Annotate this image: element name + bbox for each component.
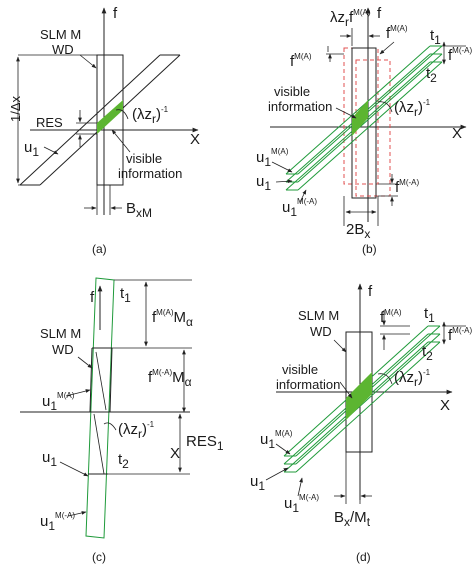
fmam-top-label-b: fM(-A) <box>448 46 473 64</box>
t1-label-d: t1 <box>424 305 435 325</box>
lzf-label-b: λzrfM(A) <box>330 8 371 29</box>
caption-d: (d) <box>356 550 371 564</box>
panel-b: f X λzrfM(A) fM(A) <box>256 5 473 256</box>
visible-region-b <box>352 100 368 136</box>
slm-arrow-a <box>79 54 97 69</box>
fma-label-d: fM(A) <box>380 308 402 326</box>
f-axis-label-a: f <box>113 5 118 22</box>
u1mma-label-b: u1M(-A) <box>282 197 317 219</box>
u1-arrow-b <box>275 179 293 184</box>
slm-label-line1-d: SLM M <box>298 308 339 323</box>
u1ma-arrow-c <box>65 389 91 397</box>
visible-label-line1-b: visible <box>274 84 310 99</box>
t2-label-d: t2 <box>422 343 433 363</box>
visible-region-a <box>97 100 123 134</box>
f-axis-label-b: f <box>377 5 382 22</box>
lz-label-c: (λzr)-1 <box>118 420 155 441</box>
x-axis-label-a: X <box>190 131 200 148</box>
fma-right-label-b: fM(A) <box>386 24 408 42</box>
u1ma-label-b: u1M(A) <box>256 147 289 169</box>
t2-label-c: t2 <box>118 451 129 471</box>
green-bands-b <box>285 45 443 191</box>
lz-arc-b <box>377 101 393 113</box>
bxm-label-d: Bx/Mt <box>334 509 371 529</box>
panel-c: f t1 fM(A)Mα SLM M WD fM(-A)Mα u1M(A) (λ… <box>20 277 224 564</box>
slm-right-edge-c <box>109 347 113 413</box>
u1-arrow-c <box>59 461 89 477</box>
fma-left-label-b: fM(A) <box>290 52 312 70</box>
lz-arc-d <box>377 373 393 385</box>
inner-diag-1-c <box>95 351 107 411</box>
band-lower-edge-a <box>19 54 161 186</box>
caption-a: (a) <box>92 242 107 256</box>
res1-label-c: RES1 <box>186 433 224 453</box>
fmam-label-d: fM(-A) <box>448 326 473 344</box>
slm-arrow-c <box>77 356 93 369</box>
inner-diag-2-c <box>93 413 105 475</box>
caption-b: (b) <box>362 242 377 256</box>
inv-dx-label-a: 1/Δx <box>8 95 23 122</box>
lz-label-b: (λzr)-1 <box>394 98 431 119</box>
visible-label-line1-a: visible <box>126 151 162 166</box>
slm-label-line1-c: SLM M <box>40 326 81 341</box>
slm-arrow-d <box>333 339 347 353</box>
u1-arrow-a <box>43 146 59 155</box>
slm-label-line2-d: WD <box>310 324 332 339</box>
slm-label-line2-a: WD <box>52 42 74 57</box>
visible-label-line1-d: visible <box>282 362 318 377</box>
fma-right-arrow-b <box>379 41 395 55</box>
slm-left-edge-c <box>89 347 93 413</box>
u1-label-a: u1 <box>24 139 39 159</box>
fmama-label-c: fM(A)Mα <box>152 308 193 329</box>
f-axis-label-c: f <box>90 289 95 306</box>
slm-label-line2-c: WD <box>52 342 74 357</box>
t1-label-c: t1 <box>120 285 131 305</box>
u1ma-label-d: u1M(A) <box>260 429 293 451</box>
t1-label-b: t1 <box>430 27 441 47</box>
x-axis-label-d: X <box>440 397 450 414</box>
f-axis-label-d: f <box>368 283 373 300</box>
u1mma-label-c: u1M(-A) <box>40 511 75 533</box>
u1ma-label-c: u1M(A) <box>42 391 75 413</box>
visible-arrow-a <box>111 129 131 153</box>
lz-label-a: (λzr)-1 <box>132 105 169 126</box>
band-c <box>85 277 115 539</box>
visible-arrow-d <box>339 381 353 399</box>
fmmam-label-c: fM(-A)Mα <box>148 368 192 389</box>
visible-arrow-b <box>335 107 357 119</box>
x-axis-label-b: X <box>452 125 462 142</box>
u1mma-arrow-c <box>67 511 87 517</box>
lz-arc-c <box>103 422 117 431</box>
bx-label-b: 2Bx <box>346 221 370 241</box>
u1-label-d: u1 <box>250 473 265 493</box>
u1mma-arrow-b <box>299 189 307 203</box>
u1-label-c: u1 <box>42 449 57 469</box>
lz-label-d: (λzr)-1 <box>394 368 431 389</box>
u1ma-arrow-d <box>275 443 291 455</box>
t2-label-b: t2 <box>426 65 437 85</box>
u1mma-label-d: u1M(-A) <box>284 493 319 515</box>
u1mma-arrow-d <box>297 477 303 497</box>
res-label-a: RES <box>36 115 63 130</box>
bx-label-a: BxM <box>126 200 152 220</box>
fmam-bot-label-b: fM(-A) <box>395 178 420 196</box>
visible-label-line2-b: information <box>268 99 332 114</box>
shifted-window-right-b <box>355 59 391 197</box>
u1-label-b: u1 <box>256 173 271 193</box>
lz-arc-a <box>115 109 129 120</box>
panel-a: f X 1/Δx SLM M WD RES (λzr)-1 u1 <box>8 5 200 256</box>
u1-arrow-d <box>265 467 289 481</box>
visible-label-line2-d: information <box>276 377 340 392</box>
caption-c: (c) <box>92 550 106 564</box>
slm-label-line1-a: SLM M <box>40 27 81 42</box>
visible-label-line2-a: information <box>118 166 182 181</box>
x-axis-label-c: X <box>170 445 180 462</box>
panel-d: f X fM(A) t1 fM(-A) t2 <box>250 283 473 564</box>
visible-region-d <box>346 372 372 420</box>
u1ma-arrow-b <box>271 161 293 173</box>
